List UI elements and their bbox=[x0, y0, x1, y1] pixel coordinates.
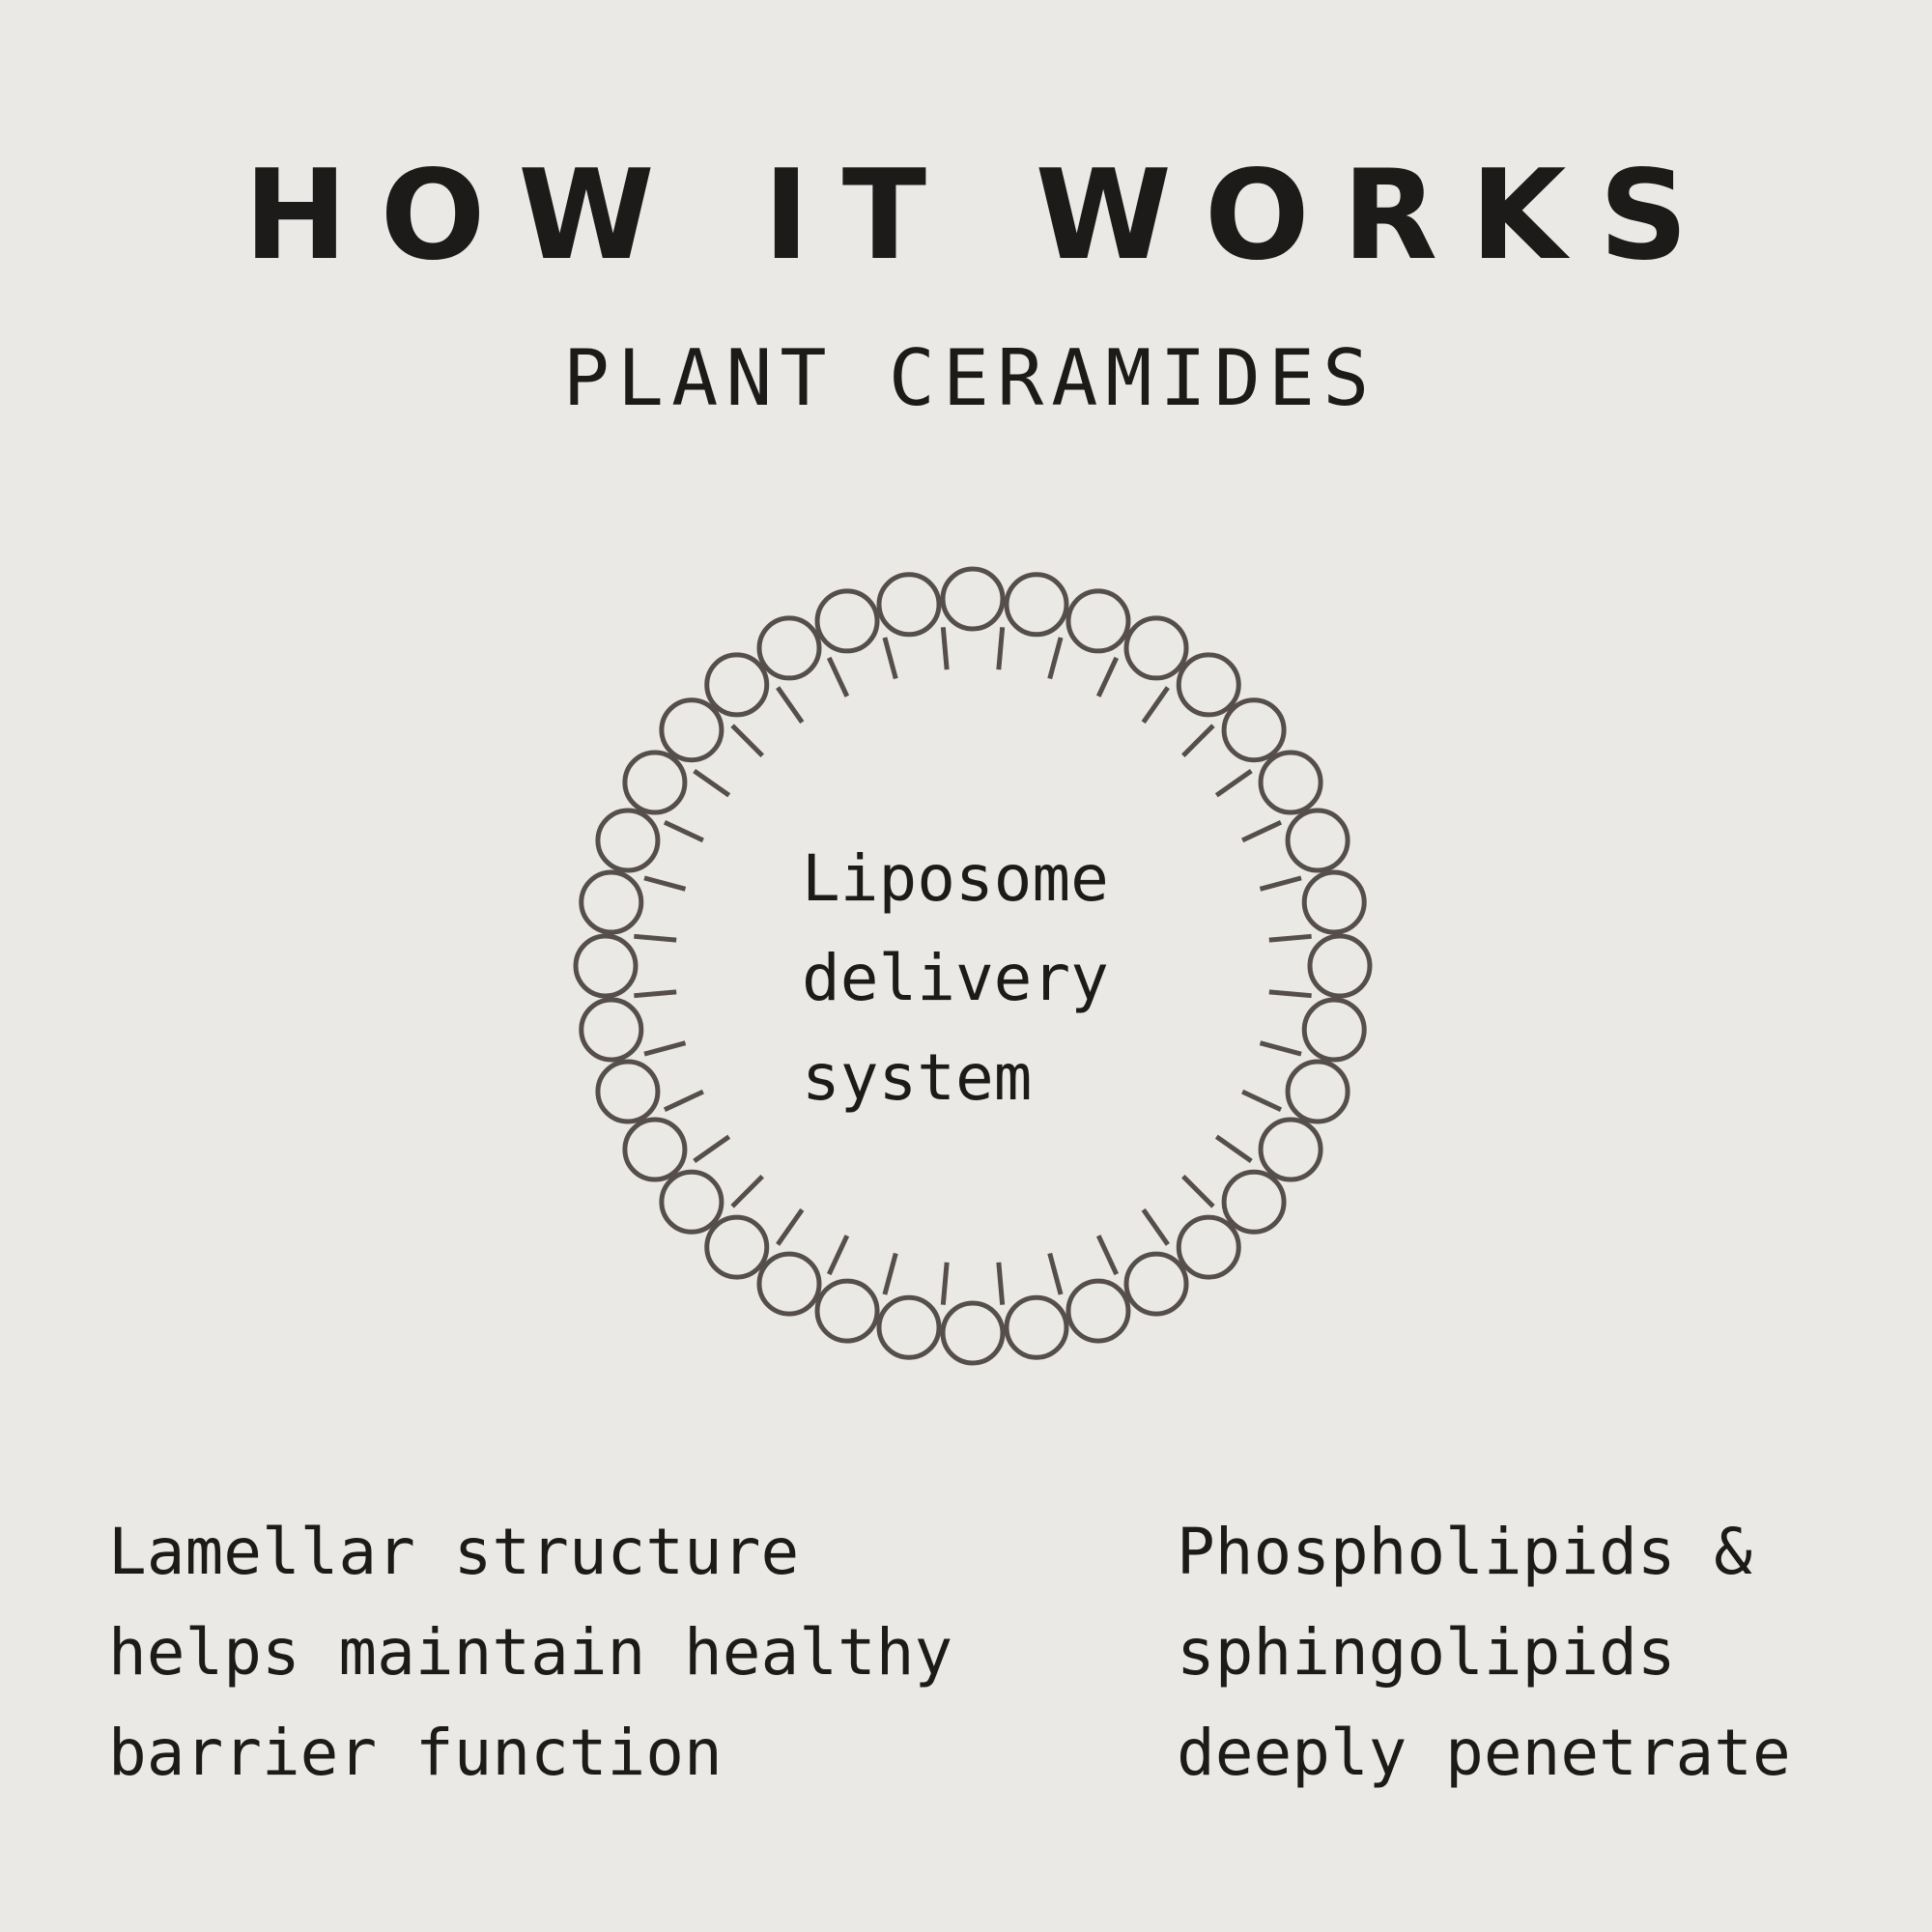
left-note-line-1: Lamellar structure bbox=[108, 1515, 800, 1589]
phospholipid-head-circle bbox=[1285, 1059, 1350, 1124]
lipid-tail-tick bbox=[826, 1235, 850, 1276]
lipid-tail-tick bbox=[1095, 1235, 1120, 1276]
lipid-tail-tick bbox=[1141, 1208, 1170, 1246]
phospholipid-head-circle bbox=[1123, 615, 1189, 681]
phospholipid-head-circle bbox=[579, 997, 644, 1063]
phospholipid-head-circle bbox=[1065, 1278, 1131, 1344]
phospholipid-head-circle bbox=[1301, 997, 1367, 1063]
phospholipid-head-circle bbox=[659, 1169, 724, 1235]
phospholipid-head-circle bbox=[1221, 1169, 1287, 1235]
lipid-tail-tick bbox=[882, 637, 898, 680]
phospholipid-head-circle bbox=[1285, 808, 1350, 873]
lipid-tail-tick bbox=[1241, 819, 1283, 843]
phospholipid-head-circle bbox=[1221, 697, 1287, 763]
lamellar-structure-note: Lamellar structure helps maintain health… bbox=[108, 1502, 952, 1804]
lipid-tail-tick bbox=[1095, 656, 1120, 697]
lipid-tail-tick bbox=[634, 933, 677, 943]
lipid-tail-tick bbox=[1241, 1089, 1283, 1113]
phospholipid-head-circle bbox=[1258, 1117, 1323, 1182]
phospholipid-head-circle bbox=[756, 615, 822, 681]
lipid-tail-tick bbox=[882, 1252, 898, 1295]
phospholipid-head-circle bbox=[1258, 750, 1323, 815]
phospholipid-head-circle bbox=[876, 572, 942, 638]
lipid-tail-tick bbox=[693, 769, 731, 798]
lipid-tail-tick bbox=[634, 989, 677, 999]
phospholipid-head-circle bbox=[876, 1294, 942, 1360]
phospholipid-head-circle bbox=[1307, 933, 1373, 999]
lipid-tail-tick bbox=[996, 627, 1006, 670]
lipid-tail-tick bbox=[1268, 933, 1312, 943]
phospholipid-head-circle bbox=[1123, 1251, 1189, 1317]
phospholipid-head-circle bbox=[595, 808, 661, 873]
left-note-line-3: barrier function bbox=[108, 1716, 723, 1790]
lipid-tail-tick bbox=[1259, 875, 1302, 892]
lipid-tail-tick bbox=[730, 724, 764, 757]
phospholipid-head-circle bbox=[940, 1300, 1006, 1366]
phospholipid-head-circle bbox=[1004, 572, 1069, 638]
phospholipid-head-circle bbox=[579, 869, 644, 935]
phospholipid-head-circle bbox=[1065, 588, 1131, 654]
lipid-tail-tick bbox=[776, 1208, 805, 1246]
phospholipid-head-circle bbox=[622, 1117, 688, 1182]
lipid-tail-tick bbox=[776, 686, 805, 724]
lipid-tail-tick bbox=[1181, 1175, 1215, 1208]
lipid-tail-tick bbox=[1181, 724, 1215, 757]
lipid-tail-tick bbox=[996, 1262, 1006, 1305]
phospholipid-head-circle bbox=[704, 1214, 770, 1280]
phospholipid-head-circle bbox=[1301, 869, 1367, 935]
lipid-tail-tick bbox=[663, 819, 704, 843]
lipid-tail-tick bbox=[643, 875, 687, 892]
phospholipid-head-circle bbox=[1004, 1294, 1069, 1360]
lipid-tail-tick bbox=[940, 627, 950, 670]
phospholipid-head-circle bbox=[573, 933, 639, 999]
lipid-tail-tick bbox=[1141, 686, 1170, 724]
phospholipid-head-circle bbox=[1176, 652, 1241, 718]
lipid-tail-tick bbox=[1047, 1252, 1064, 1295]
phospholipid-head-circle bbox=[814, 1278, 880, 1344]
lipid-tail-tick bbox=[663, 1089, 704, 1113]
lipid-tail-tick bbox=[730, 1175, 764, 1208]
lipid-tails-ring bbox=[634, 627, 1312, 1305]
center-label-line-3: system bbox=[802, 1040, 1033, 1115]
center-label-line-1: Liposome bbox=[802, 841, 1109, 916]
phospholipid-head-circle bbox=[704, 652, 770, 718]
phospholipid-head-circle bbox=[659, 697, 724, 763]
lipid-tail-tick bbox=[940, 1262, 950, 1305]
right-note-line-1: Phospholipids & bbox=[1177, 1515, 1753, 1589]
lipid-tail-tick bbox=[1047, 637, 1064, 680]
phospholipid-head-circle bbox=[814, 588, 880, 654]
phospholipid-heads-ring bbox=[573, 566, 1373, 1366]
page-title: HOW IT WORKS bbox=[243, 144, 1721, 288]
page-subtitle: PLANT CERAMIDES bbox=[562, 333, 1378, 423]
liposome-center-label: Liposome delivery system bbox=[802, 829, 1109, 1127]
lipid-tail-tick bbox=[643, 1040, 687, 1057]
left-note-line-2: helps maintain healthy bbox=[108, 1615, 953, 1690]
lipid-tail-tick bbox=[826, 656, 850, 697]
phospholipid-head-circle bbox=[622, 750, 688, 815]
phospholipid-head-circle bbox=[756, 1251, 822, 1317]
phospholipid-head-circle bbox=[1176, 1214, 1241, 1280]
lipid-tail-tick bbox=[1214, 769, 1253, 798]
right-note-line-3: deeply penetrate bbox=[1177, 1716, 1791, 1790]
lipid-tail-tick bbox=[1259, 1040, 1302, 1057]
lipid-tail-tick bbox=[1214, 1134, 1253, 1163]
lipid-tail-tick bbox=[1268, 989, 1312, 999]
center-label-line-2: delivery bbox=[802, 941, 1109, 1015]
phospholipid-head-circle bbox=[595, 1059, 661, 1124]
phospholipid-head-circle bbox=[940, 566, 1006, 632]
phospholipids-note: Phospholipids & sphingolipids deeply pen… bbox=[1177, 1502, 1791, 1804]
lipid-tail-tick bbox=[693, 1134, 731, 1163]
right-note-line-2: sphingolipids bbox=[1177, 1615, 1676, 1690]
